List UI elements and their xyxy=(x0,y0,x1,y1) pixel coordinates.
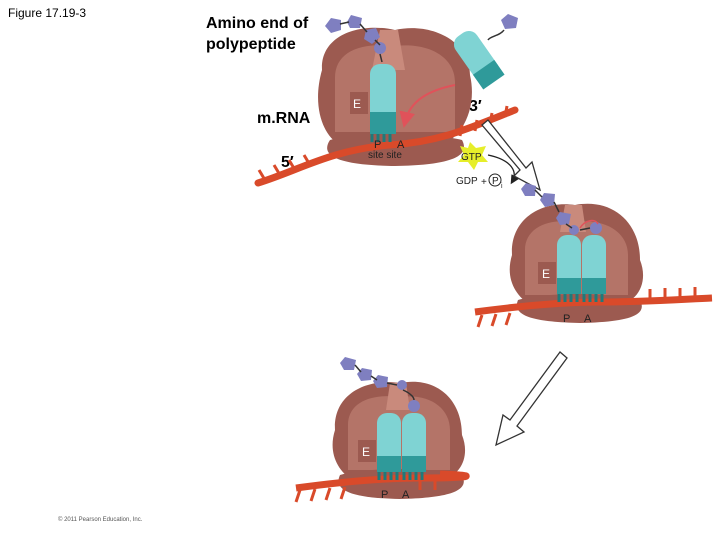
mrna-strand-step2 xyxy=(474,287,713,328)
plus-sign: + xyxy=(481,177,487,188)
polypeptide-step2 xyxy=(521,183,602,235)
trna-p-site-step2 xyxy=(557,235,581,302)
figure-label: Figure 17.19-3 xyxy=(8,6,87,20)
gtp-star: GTP xyxy=(458,142,488,170)
a-site-label-step1: A xyxy=(397,139,405,151)
trna-p-site-step3 xyxy=(402,413,426,480)
step-arrow-1 xyxy=(481,119,542,192)
trna-a-site-step2 xyxy=(582,235,606,302)
trna-entry-arrow xyxy=(399,84,456,128)
five-prime-label: 5′ xyxy=(281,154,294,171)
e-site-label-step3: E xyxy=(362,445,370,459)
phosphate-circle xyxy=(488,173,502,187)
polypeptide-step3 xyxy=(340,357,420,412)
p-site-label-step1: P xyxy=(374,139,381,151)
p-site-label-step2: P xyxy=(563,313,570,325)
p-site-label-step3: P xyxy=(381,489,388,501)
gtp-label: GTP xyxy=(461,152,482,163)
step-arrow-2 xyxy=(495,351,568,447)
gdp-label: GDP xyxy=(456,176,478,187)
mrna-strand-step3 xyxy=(294,470,470,503)
e-site-label-step1: E xyxy=(353,97,361,111)
trna-e-site-step3 xyxy=(377,413,401,480)
mrna-label: m.RNA xyxy=(257,110,311,127)
site-word-step1: site site xyxy=(368,150,402,161)
three-prime-label: 3′ xyxy=(469,98,482,115)
e-site-label-step2: E xyxy=(542,267,550,281)
trna-p-site-step1 xyxy=(370,64,396,142)
phosphate-label: P xyxy=(492,176,499,187)
amino-end-label: Amino end of polypeptide xyxy=(206,15,309,53)
incoming-amino-acid xyxy=(501,14,518,29)
a-site-label-step3: A xyxy=(402,489,410,501)
a-site-label-step2: A xyxy=(584,313,592,325)
copyright-notice: © 2011 Pearson Education, Inc. xyxy=(58,517,143,523)
phosphate-sub: i xyxy=(501,183,503,190)
incoming-trna xyxy=(453,30,505,90)
polypeptide-step1 xyxy=(325,15,386,63)
mrna-strand-step1 xyxy=(254,105,519,187)
